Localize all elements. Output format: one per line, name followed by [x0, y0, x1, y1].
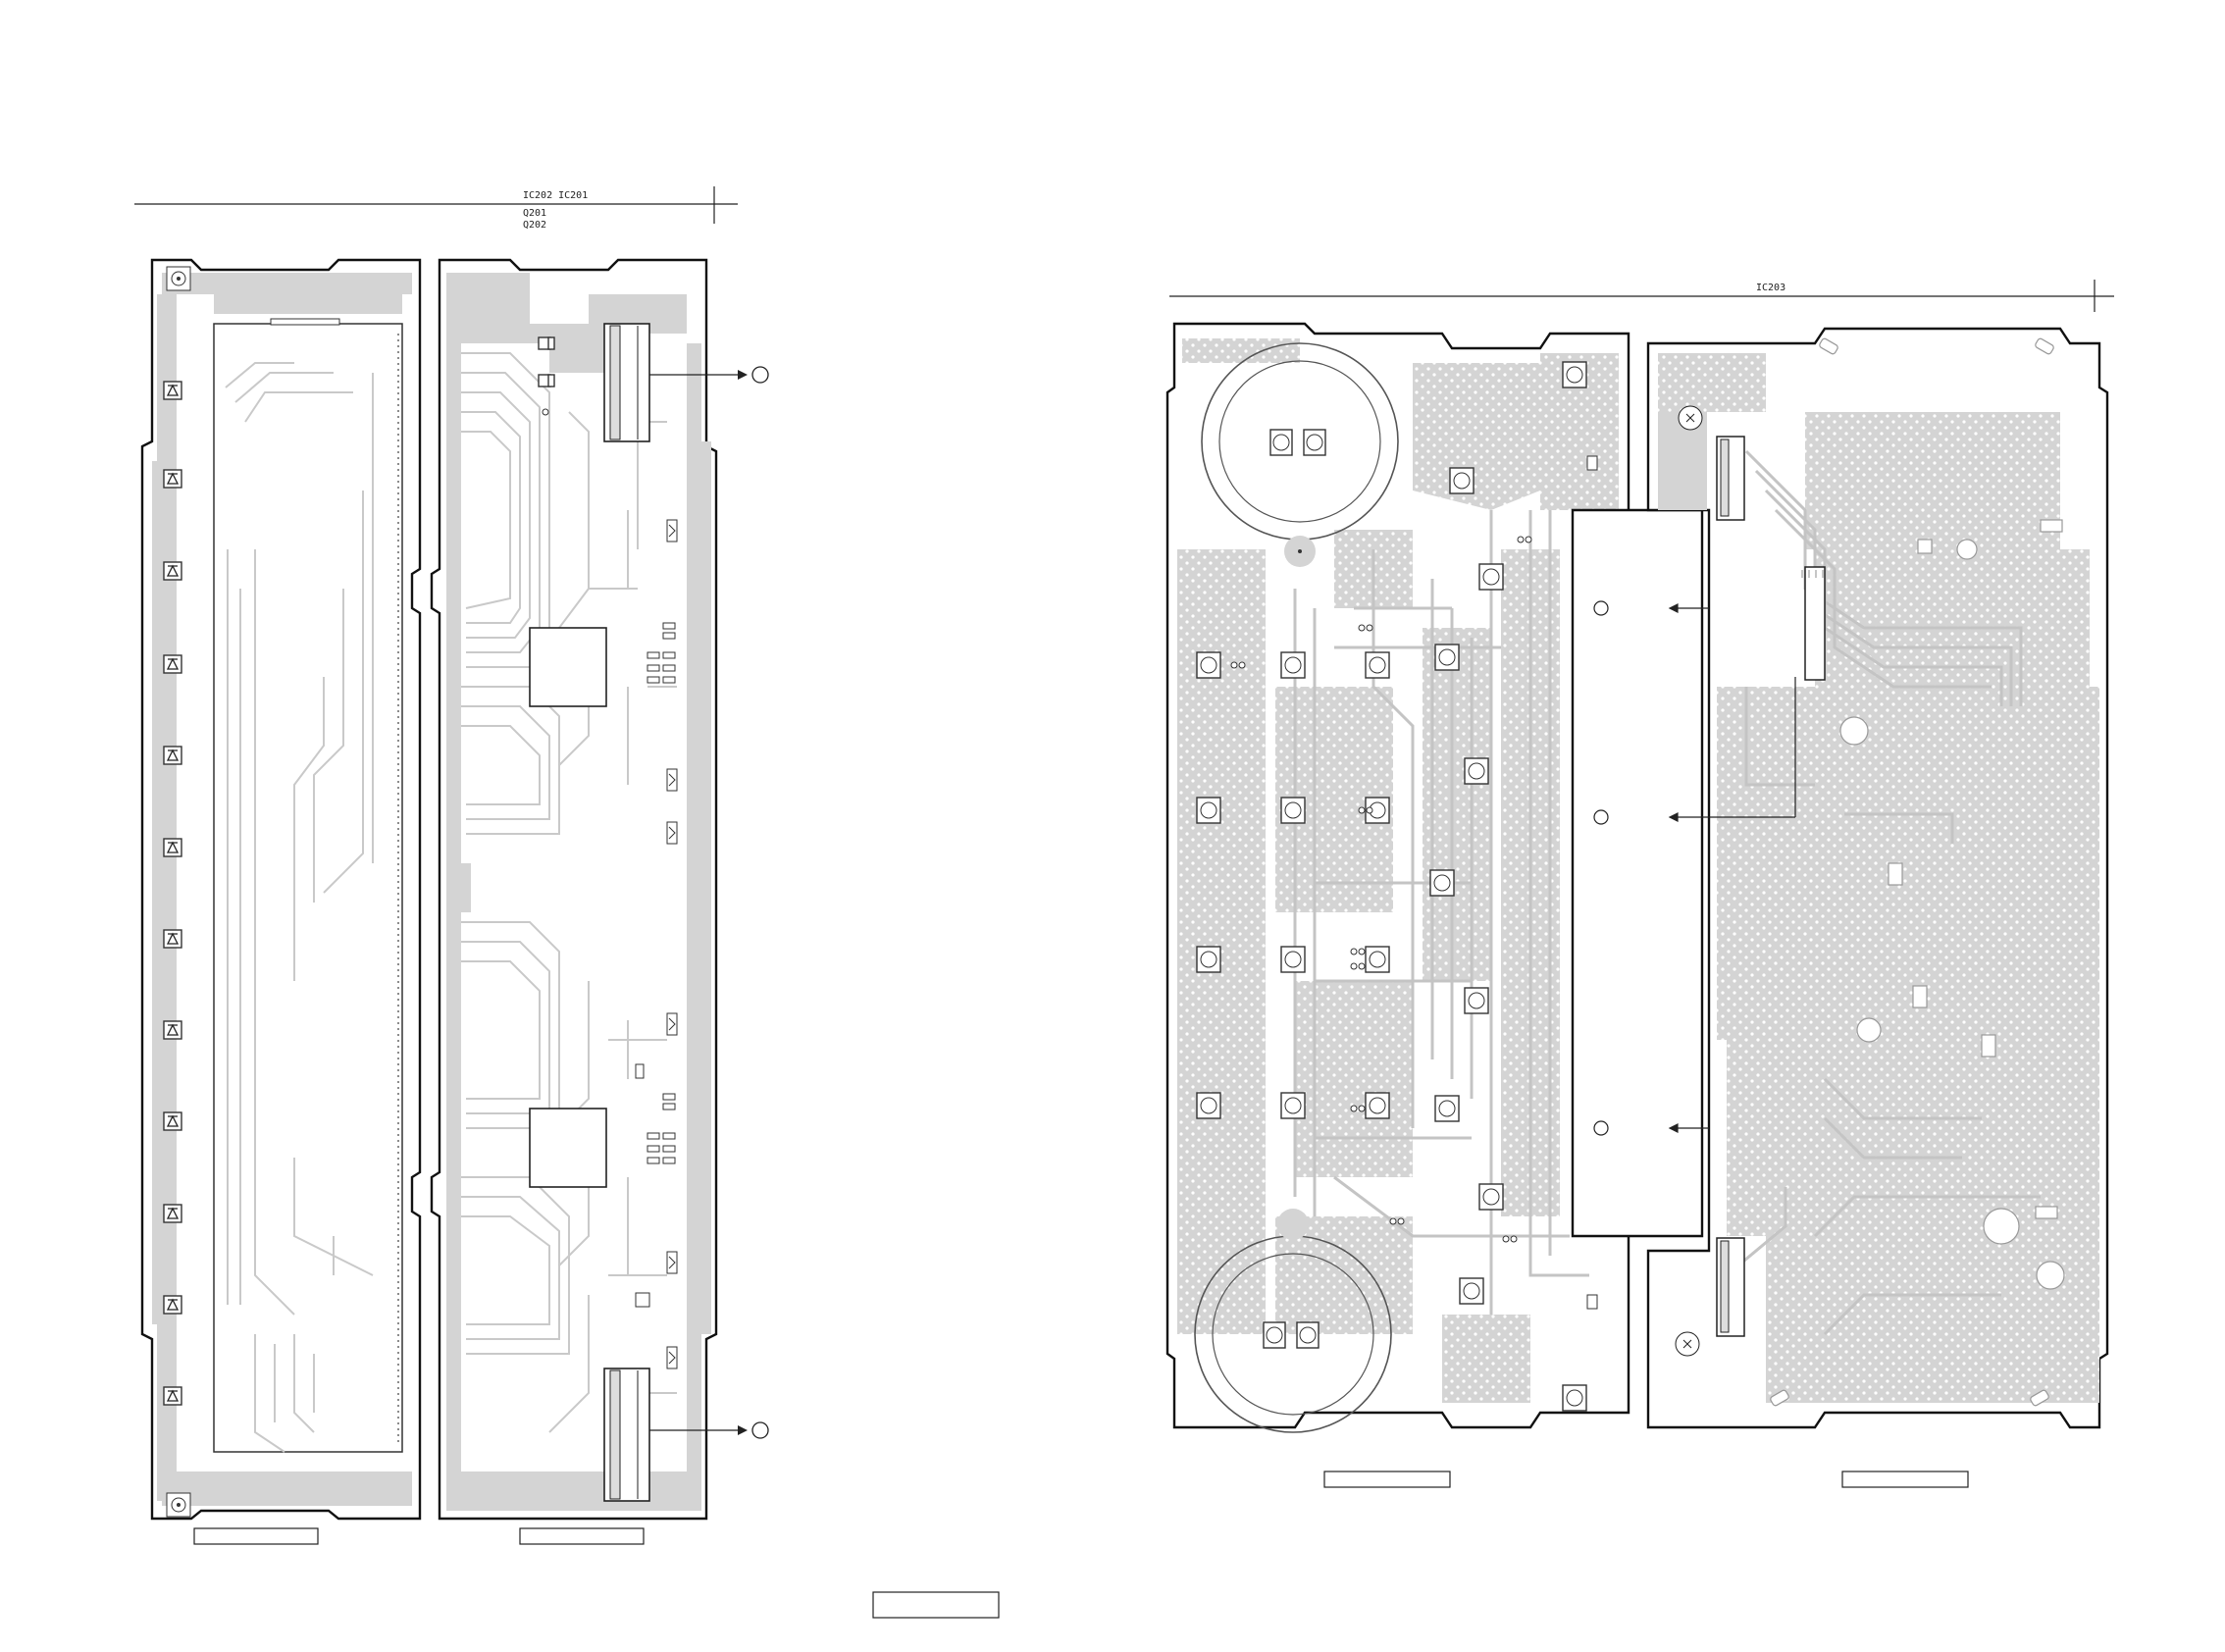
- tact-switch-icon: [1460, 1278, 1483, 1304]
- circle-terminal-icon: [752, 367, 768, 383]
- tact-switch-icon: [1450, 468, 1474, 493]
- board-label-plate: [520, 1528, 644, 1544]
- tact-switch-icon: [1366, 1093, 1389, 1118]
- tact-switch-icon: [1430, 870, 1454, 896]
- tact-switch-icon: [1435, 1096, 1459, 1121]
- board-label-plate: [194, 1528, 318, 1544]
- tact-switch-icon: [1281, 652, 1305, 678]
- board-label-plate: [1842, 1471, 1968, 1487]
- q201-label: Q201: [523, 208, 546, 219]
- tact-switch-icon: [1465, 988, 1488, 1013]
- mount-hole: [1594, 1121, 1608, 1135]
- ic202-chip: [530, 1109, 606, 1187]
- screw-hole-icon: [167, 1493, 190, 1517]
- tact-switch-icon: [1435, 645, 1459, 670]
- sheet-label-plate: [873, 1592, 999, 1618]
- board-label-plate: [1324, 1471, 1450, 1487]
- diode-icon: [164, 1296, 181, 1314]
- ic203-label: IC203: [1756, 283, 1785, 293]
- transistor-q202: [539, 375, 554, 387]
- circle-terminal-icon: [752, 1422, 768, 1438]
- key-board: [1167, 324, 1702, 1487]
- diode-icon: [164, 1387, 181, 1405]
- vfd-display-window: [214, 324, 402, 1452]
- tact-switch-icon: [1366, 947, 1389, 972]
- tact-switch-icon: [1197, 947, 1220, 972]
- key-window-cutout: [1573, 510, 1702, 1236]
- mount-hole: [1594, 601, 1608, 615]
- transistor-q201: [539, 337, 554, 349]
- tact-switch-icon: [1197, 1093, 1220, 1118]
- mount-hole: [1594, 810, 1608, 824]
- screw-hole-icon: [167, 267, 190, 290]
- diode-icon: [164, 655, 181, 673]
- tact-switch-icon: [1366, 652, 1389, 678]
- led-icon: [1676, 1332, 1699, 1356]
- q202-label: Q202: [523, 220, 546, 231]
- ic202-ic201-label: IC202 IC201: [523, 190, 588, 201]
- ic201-chip: [530, 628, 606, 706]
- tact-switch-icon: [1281, 798, 1305, 823]
- ic203-chip: [1801, 567, 1829, 680]
- tact-switch-icon: [1197, 652, 1220, 678]
- diode-icon: [164, 1021, 181, 1039]
- tact-switch-icon: [1563, 1385, 1586, 1411]
- tact-switch-icon: [1465, 758, 1488, 784]
- tact-switch-icon: [1281, 947, 1305, 972]
- right-header: IC203: [1169, 280, 2114, 312]
- tact-switch-icon: [1563, 362, 1586, 387]
- diode-icon: [164, 930, 181, 948]
- tact-switch-icon: [1479, 564, 1503, 590]
- tact-switch-icon: [1197, 798, 1220, 823]
- ribbon-connector-top: [604, 324, 649, 441]
- tact-switch-icon: [1281, 1093, 1305, 1118]
- diode-icon: [164, 382, 181, 399]
- diode-icon: [164, 562, 181, 580]
- diode-icon: [164, 470, 181, 488]
- diode-icon: [164, 839, 181, 856]
- driver-board-left: [432, 260, 768, 1544]
- control-board: [1648, 329, 2107, 1487]
- ribbon-connector-bottom: [604, 1368, 649, 1501]
- display-board-left: [142, 260, 420, 1544]
- left-header: IC202 IC201 Q201 Q202: [134, 186, 738, 231]
- diode-icon: [164, 747, 181, 764]
- diode-icon: [164, 1112, 181, 1130]
- diode-icon: [164, 1205, 181, 1222]
- led-icon: [1679, 406, 1702, 430]
- tact-switch-icon: [1479, 1184, 1503, 1210]
